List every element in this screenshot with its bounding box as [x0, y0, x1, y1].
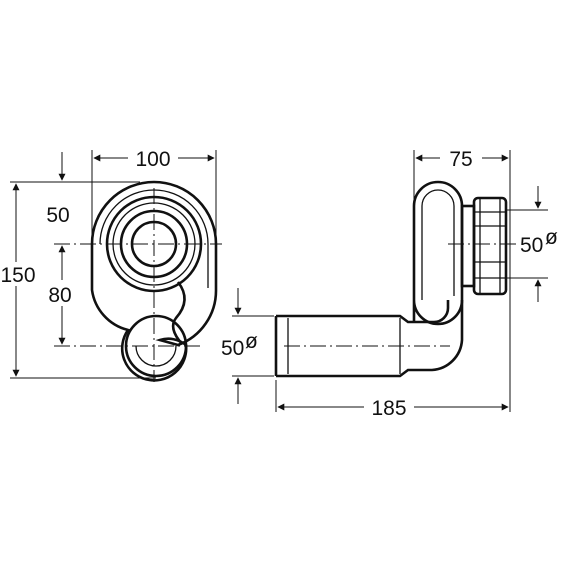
- front-lower-outlet-inner: [135, 345, 177, 367]
- front-dim-width-text: 100: [135, 148, 170, 171]
- front-view: 100 50 150 80: [0, 146, 222, 382]
- front-body-outline: [90, 180, 218, 382]
- front-dim-height-text: 150: [0, 264, 35, 287]
- side-view: 75 185 50 ø 50 ø: [221, 146, 558, 420]
- front-body-inner-outline: [99, 189, 209, 288]
- side-inlet-collar: [460, 204, 476, 288]
- side-dim-length-mask: [364, 395, 414, 419]
- front-dim-offset-text: 80: [48, 284, 71, 307]
- side-inlet-nut: [472, 196, 508, 296]
- side-dim-inlet-text: 50: [520, 234, 543, 257]
- side-trap-body: [412, 180, 464, 326]
- side-dim-inlet-dia-symbol: ø: [545, 226, 558, 249]
- side-dim-outlet-dia-symbol: ø: [245, 330, 258, 353]
- front-dim-offset-mask: [44, 280, 80, 306]
- front-dim-width-mask: [128, 146, 178, 168]
- front-dim-height-mask: [0, 262, 36, 286]
- front-dim-inner-text: 50: [46, 204, 69, 227]
- side-outlet-pipe-bottom: [276, 300, 464, 378]
- side-trap-inner-curve: [421, 189, 455, 300]
- side-outlet-pipe: [276, 300, 450, 324]
- side-dim-length-text: 185: [371, 397, 406, 420]
- side-dim-outlet-text: 50: [221, 337, 244, 360]
- side-dim-depth-text: 75: [449, 148, 472, 171]
- side-dim-depth-mask: [440, 146, 482, 168]
- front-neck-curve: [171, 281, 186, 345]
